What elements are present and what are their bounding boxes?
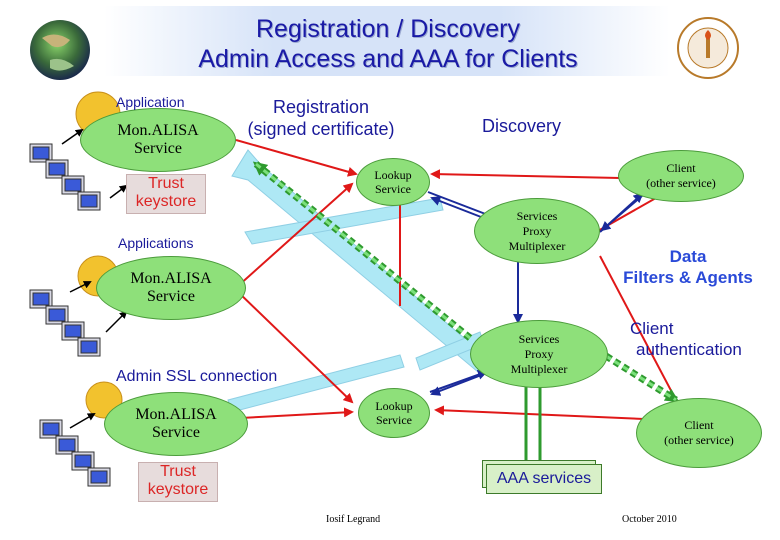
keystore-line: keystore (147, 481, 209, 498)
green-dotted-arrows (252, 161, 680, 403)
node-line: Proxy (522, 223, 552, 238)
title-line-1: Registration / Discovery (256, 15, 520, 43)
node-line: Service (375, 182, 411, 196)
node-line: Service (147, 288, 195, 305)
application-label: Application (116, 94, 185, 110)
trust-keystore-top: Trust keystore (126, 174, 206, 214)
client-other-service-bottom: Client(other service) (636, 398, 762, 468)
registration-line-1: Registration (272, 97, 370, 117)
aaa-links (524, 386, 542, 466)
title-line-2: Admin Access and AAA for Clients (198, 45, 578, 73)
node-line: Services (516, 208, 558, 223)
title-banner (104, 6, 670, 76)
data-filters-line-1: Data (669, 247, 707, 266)
node-line: Lookup (375, 399, 413, 413)
client-auth-line-2: authentication (636, 340, 742, 359)
page-title: Registration / Discovery Admin Access an… (110, 14, 666, 74)
node-line: Client (684, 418, 714, 432)
registration-line-2: (signed certificate) (247, 119, 395, 139)
footer-date: October 2010 (622, 514, 677, 525)
caltech-seal-icon (677, 17, 739, 79)
node-line: Mon.ALISA (130, 270, 212, 287)
node-line: (other service) (646, 176, 716, 190)
node-line: Client (666, 161, 696, 175)
node-line: Services (518, 331, 560, 346)
admin-ssl-label: Admin SSL connection (116, 368, 278, 385)
footer-author: Iosif Legrand (326, 514, 381, 525)
keystore-line: Trust (148, 175, 184, 192)
computer-cluster-icon (29, 128, 128, 487)
node-line: Lookup (374, 168, 412, 182)
client-auth-line-1: Client (630, 319, 674, 338)
client-other-service-top: Client(other service) (618, 150, 744, 202)
globe-logo-icon (30, 20, 90, 80)
node-line: Service (376, 413, 412, 427)
node-line: Service (134, 140, 182, 157)
keystore-line: keystore (135, 193, 197, 210)
applications-label: Applications (118, 235, 194, 251)
data-filters-agents-label: Data Filters & Agents (608, 246, 768, 288)
discovery-label: Discovery (482, 116, 562, 136)
node-line: Multiplexer (508, 238, 566, 253)
trust-keystore-bottom: Trust keystore (138, 462, 218, 502)
node-line: Service (152, 424, 200, 441)
node-line: (other service) (664, 433, 734, 447)
aaa-services: AAA services (486, 464, 602, 494)
node-line: Mon.ALISA (117, 122, 199, 139)
keystore-line: Trust (160, 463, 196, 480)
data-filters-line-2: Filters & Agents (623, 268, 753, 287)
node-line: Multiplexer (510, 361, 568, 376)
client-authentication-label: Client authentication (630, 318, 766, 360)
node-line: Proxy (524, 346, 554, 361)
node-line: Mon.ALISA (135, 406, 217, 423)
registration-label: Registration (signed certificate) (232, 96, 410, 140)
